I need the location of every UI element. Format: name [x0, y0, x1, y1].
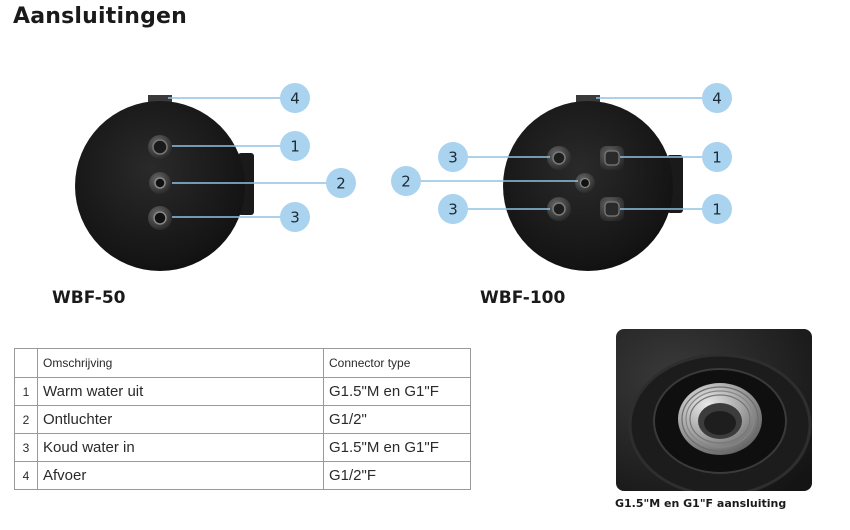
svg-text:3: 3	[448, 149, 458, 167]
svg-text:1: 1	[712, 149, 722, 167]
threaded-connector-image	[616, 329, 812, 491]
svg-text:4: 4	[712, 90, 722, 108]
row-description: Warm water uit	[37, 377, 324, 406]
row-number: 4	[14, 461, 38, 490]
callout-badge-2: 2	[326, 168, 356, 198]
wbf-50-leader-lines	[168, 97, 327, 218]
svg-text:3: 3	[290, 209, 300, 227]
callout-badge-3: 3	[438, 194, 468, 224]
row-connector: G1.5"M en G1"F	[323, 377, 471, 406]
row-connector: G1/2"	[323, 405, 471, 434]
port-warm-water-out-upper	[600, 146, 624, 170]
model-label-wbf-50: WBF-50	[52, 288, 126, 308]
connection-diagrams: 4 1 2 3	[75, 83, 732, 271]
callout-badge-1: 1	[702, 194, 732, 224]
row-number: 3	[14, 433, 38, 462]
port-cold-water-in-upper	[547, 146, 571, 170]
photo-caption: G1.5"M en G1"F aansluiting	[615, 497, 787, 510]
row-connector: G1/2"F	[323, 461, 471, 490]
port-warm-water-out	[148, 135, 172, 159]
row-number: 2	[14, 405, 38, 434]
svg-text:3: 3	[448, 201, 458, 219]
port-cold-water-in-lower	[547, 197, 571, 221]
callout-badge-3: 3	[438, 142, 468, 172]
drain-nozzle	[148, 95, 172, 105]
callout-badge-4: 4	[702, 83, 732, 113]
row-description: Ontluchter	[37, 405, 324, 434]
wbf-100-tank	[503, 95, 683, 271]
row-connector: G1.5"M en G1"F	[323, 433, 471, 462]
callout-badge-2: 2	[391, 166, 421, 196]
callout-badge-4: 4	[280, 83, 310, 113]
callout-badge-3: 3	[280, 202, 310, 232]
row-description: Koud water in	[37, 433, 324, 462]
table-row: 4 Afvoer G1/2"F	[14, 461, 471, 490]
connections-table: Omschrijving Connector type 1 Warm water…	[14, 348, 471, 490]
port-warm-water-out-lower	[600, 197, 624, 221]
callout-badge-1: 1	[280, 131, 310, 161]
table-row: 3 Koud water in G1.5"M en G1"F	[14, 433, 471, 462]
row-number: 1	[14, 377, 38, 406]
table-row: 1 Warm water uit G1.5"M en G1"F	[14, 377, 471, 406]
callout-badge-1: 1	[702, 142, 732, 172]
model-label-wbf-100: WBF-100	[480, 288, 566, 308]
svg-text:1: 1	[290, 138, 300, 156]
port-air-vent	[149, 172, 171, 194]
header-cell-connector: Connector type	[323, 348, 471, 378]
table-row: 2 Ontluchter G1/2"	[14, 405, 471, 434]
connector-photo	[616, 329, 812, 491]
svg-text:2: 2	[336, 175, 346, 193]
svg-text:2: 2	[401, 173, 411, 191]
header-cell-number	[14, 348, 38, 378]
drain-nozzle	[576, 95, 600, 105]
port-cold-water-in	[148, 206, 172, 230]
svg-text:4: 4	[290, 90, 300, 108]
table-header-row: Omschrijving Connector type	[14, 348, 471, 378]
wbf-100-leader-lines	[420, 97, 703, 210]
header-cell-description: Omschrijving	[37, 348, 324, 378]
port-air-vent	[575, 173, 595, 193]
row-description: Afvoer	[37, 461, 324, 490]
wbf-50-tank	[75, 95, 254, 271]
page-title: Aansluitingen	[13, 4, 188, 29]
svg-text:1: 1	[712, 201, 722, 219]
